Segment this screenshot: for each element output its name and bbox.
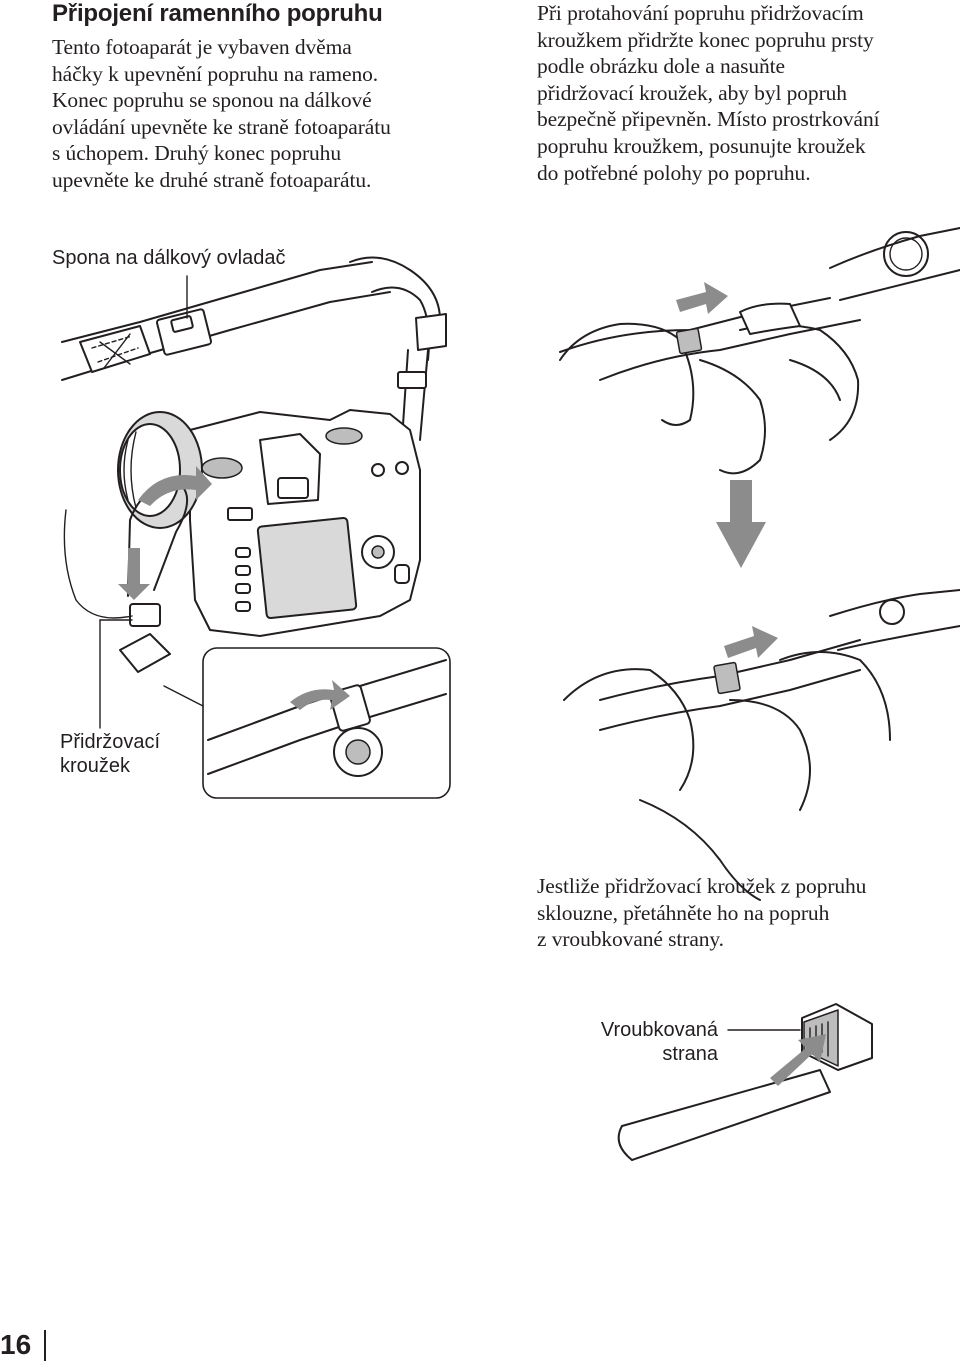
retaining-ring-label-line: kroužek (60, 755, 131, 777)
right-paragraph-line: bezpečně připevněn. Místo prostrkování (537, 107, 880, 132)
retaining-ring-label-line: Přidržovací (60, 731, 161, 753)
right-paragraph-line: do potřebné polohy po popruhu. (537, 160, 811, 185)
page-number: 16 (0, 1329, 32, 1360)
note-paragraph: Jestliže přidržovací kroužek z popruhu s… (537, 873, 866, 953)
left-paragraph-line: s úchopem. Druhý konec popruhu (52, 141, 341, 166)
section-title: Připojení ramenního popruhu (52, 0, 383, 27)
remote-clip-label: Spona na dálkový ovladač (52, 247, 286, 269)
left-paragraph-line: upevněte ke druhé straně fotoaparátu. (52, 167, 372, 192)
left-paragraph-line: Tento fotoaparát je vybaven dvěma (52, 35, 352, 59)
right-paragraph-line: popruhu kroužkem, posunujte kroužek (537, 133, 866, 158)
right-paragraph: Při protahování popruhu přidržovacím kro… (537, 0, 880, 186)
left-paragraph: Tento fotoaparát je vybaven dvěma háčky … (52, 34, 391, 194)
note-paragraph-line: z vroubkované strany. (537, 927, 724, 952)
down-arrow-icon (716, 480, 766, 568)
left-paragraph-line: Konec popruhu se sponou na dálkové (52, 88, 372, 113)
left-paragraph-line: ovládání upevněte ke straně fotoaparátu (52, 114, 391, 139)
page-number-divider (44, 1330, 46, 1361)
knurled-ring-illustration (617, 1003, 873, 1161)
note-paragraph-line: sklouzne, přetáhněte ho na popruh (537, 900, 830, 925)
knurled-side-label-line: Vroubkovaná (600, 1019, 718, 1041)
hands-illustration-bottom (563, 589, 960, 901)
right-paragraph-line: podle obrázku dole a nasuňte (537, 54, 785, 79)
right-paragraph-line: kroužkem přidržte konec popruhu prsty (537, 27, 874, 52)
left-paragraph-line: háčky k upevnění popruhu na rameno. (52, 61, 379, 86)
knurled-side-label-line: strana (662, 1043, 718, 1065)
knurled-side-label: Vroubkovaná strana (560, 1018, 718, 1066)
note-paragraph-line: Jestliže přidržovací kroužek z popruhu (537, 874, 867, 898)
right-paragraph-line: Při protahování popruhu přidržovacím (537, 1, 864, 25)
retaining-ring-label: Přidržovací kroužek (60, 730, 160, 778)
camera-strap-illustration (61, 256, 451, 799)
right-paragraph-line: přidržovací kroužek, aby byl popruh (537, 80, 847, 105)
hands-illustration-top (559, 227, 960, 475)
